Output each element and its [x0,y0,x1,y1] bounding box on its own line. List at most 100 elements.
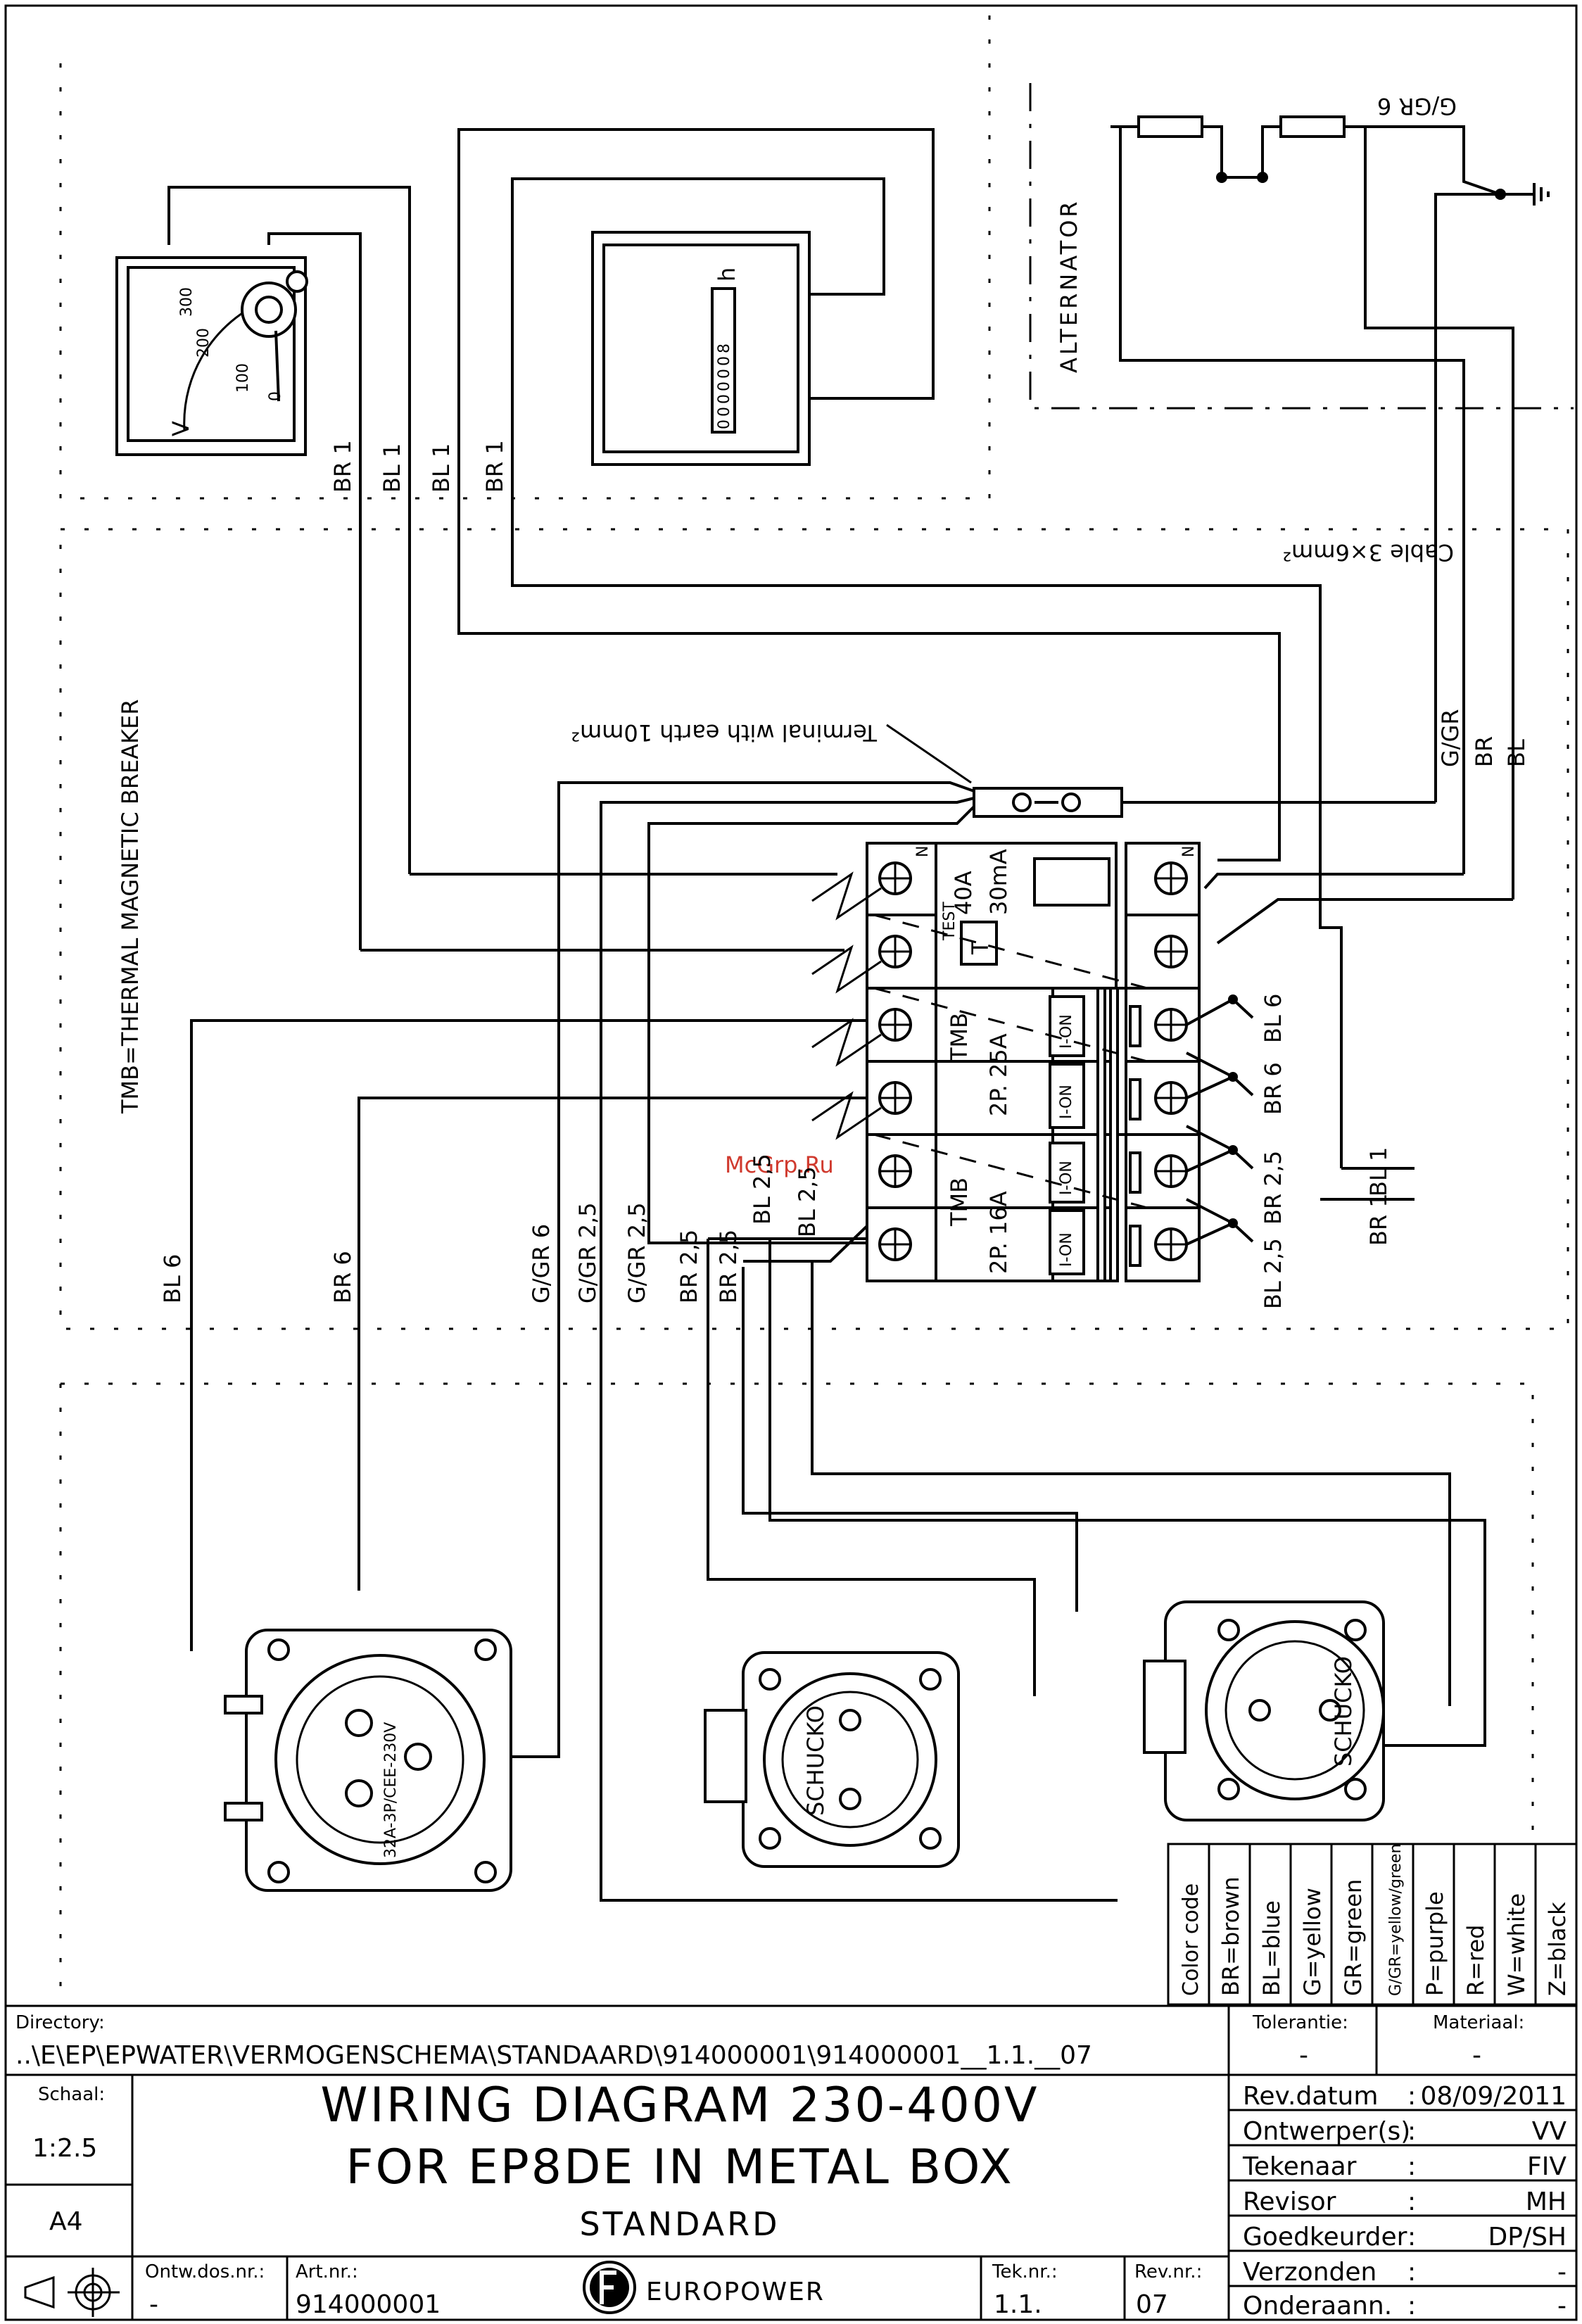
title-block: Directory: ..\E\EP\EPWATER\VERMOGENSCHEM… [6,2004,1576,2320]
generator-cable: Cable 3×6mm² G/GR BR BL [1120,539,1530,945]
rcd-t: T [967,940,994,955]
color-code-br: BR=brown [1217,1876,1244,1996]
schuko-socket-2: SCHUCKO [1143,1600,1385,1821]
meter-wire-labels: BR 1 BL 1 BL 1 BR 1 [329,440,508,493]
cable-label: Cable 3×6mm² [1282,539,1454,566]
tek-label: Tek.nr.: [992,2261,1058,2282]
scale-300: 300 [178,287,196,317]
wire-label-br25-b: BR 2,5 [715,1230,742,1303]
schaal-label: Schaal: [38,2084,105,2105]
cee-socket-label: 32A-3P/CEE-230V [382,1722,400,1858]
tekenaar-value: FIV [1527,2152,1567,2181]
format-value: A4 [49,2207,83,2236]
onderaann-label: Onderaann. [1243,2292,1392,2320]
rev-label: Rev.nr.: [1134,2261,1202,2282]
color-code-p: P=purple [1422,1891,1448,1996]
europower-logo-icon [583,2261,636,2314]
schuko-1-label: SCHUCKO [802,1705,829,1816]
wire-label-ggr: G/GR [1437,709,1464,767]
wire-label-br6-right: BR 6 [1260,1062,1286,1115]
color-code-bl: BL=blue [1258,1900,1285,1996]
wire-label-bl6-right: BL 6 [1260,994,1286,1043]
counter-digits: 0000008 [716,341,733,429]
wire-label-br1-right: BR 1 [1365,1193,1392,1246]
tekenaar-sep: : [1407,2152,1416,2181]
wire-label-br25-right: BR 2,5 [1260,1151,1286,1225]
color-code-r: R=red [1462,1925,1489,1997]
company-name: EUROPOWER [646,2278,825,2306]
zone-boundaries [59,7,1574,1999]
goedkeurder-value: DP/SH [1488,2223,1567,2252]
wire-label-bl: BL [1503,739,1530,767]
ontwerper-value: VV [1532,2117,1567,2146]
revdatum-sep: : [1407,2082,1416,2111]
tolerantie-value: - [1299,2041,1308,2070]
breaker-assembly: 40A 30mA TEST T N N TMB 2P. 25A TMB 2P. … [811,842,1201,1282]
onderaann-sep: : [1407,2292,1416,2320]
directory-label: Directory: [15,2012,105,2033]
terminal-label: Terminal with earth 10mm² [571,719,878,746]
ontwerper-label: Ontwerper(s) [1243,2117,1410,2146]
ontwerper-sep: : [1407,2117,1416,2146]
scale-0: 0 [267,391,284,401]
title-line-1: WIRING DIAGRAM 230-400V [320,2078,1039,2133]
wire-label-bl1-a: BL 1 [379,443,405,493]
revisor-label: Revisor [1243,2187,1336,2216]
n-left: N [914,846,932,857]
schuko-socket-1: SCHUCKO [704,1651,960,1868]
revisor-sep: : [1407,2187,1416,2216]
wire-label-bl25-b: BL 2,5 [794,1166,821,1237]
hour-meter: 0000008 h [457,128,935,488]
title-line-2: FOR EP8DE IN METAL BOX [346,2140,1013,2195]
wire-label-bl25-right: BL 2,5 [1260,1238,1286,1309]
alternator-label: ALTERNATOR [1056,198,1082,373]
scale-200: 200 [195,328,213,358]
materiaal-label: Materiaal: [1433,2012,1524,2033]
on-3: I-ON [1058,1161,1075,1195]
wire-label-bl6-left: BL 6 [159,1254,186,1303]
on-2: I-ON [1058,1085,1075,1119]
revisor-value: MH [1526,2187,1567,2216]
tek-value: 1.1. [994,2290,1042,2319]
art-label: Art.nr.: [296,2261,358,2282]
tmb1-label: TMB [946,1013,973,1062]
wire-label-br1-a: BR 1 [329,440,356,493]
rev-value: 07 [1136,2290,1168,2319]
tmb-note: TMB=THERMAL MAGNETIC BREAKER [117,699,144,1114]
color-code-w: W=white [1503,1893,1530,1996]
voltmeter: V 300 200 100 0 [115,186,411,950]
ontw-value: - [149,2290,158,2319]
volt-unit: V [167,421,194,436]
ontw-label: Ontw.dos.nr.: [145,2261,265,2282]
directory-path: ..\E\EP\EPWATER\VERMOGENSCHEMA\STANDAARD… [15,2041,1092,2070]
wire-label-ggr25-b: G/GR 2,5 [624,1202,650,1303]
materiaal-value: - [1472,2041,1481,2070]
wire-label-br1-b: BR 1 [481,440,508,493]
verzonden-value: - [1557,2258,1567,2287]
revdatum-label: Rev.datum [1243,2082,1378,2111]
wire-label-bl1-b: BL 1 [428,443,455,493]
wire-label-br6-left: BR 6 [329,1251,356,1303]
color-code-header: Color code [1179,1883,1203,1996]
ggr6-top-label: G/GR 6 [1377,93,1457,120]
rcd-test: TEST [941,902,958,941]
tmb2-label: TMB [946,1177,973,1227]
goedkeurder-sep: : [1407,2223,1416,2252]
tolerantie-label: Tolerantie: [1252,2012,1348,2033]
on-1: I-ON [1058,1014,1075,1049]
hour-unit: h [714,267,740,282]
on-4: I-ON [1058,1232,1075,1267]
n-right: N [1180,846,1198,857]
onderaann-value: - [1557,2292,1567,2320]
title-line-3: STANDARD [579,2205,780,2243]
scale-100: 100 [234,363,252,393]
tmb1-rating: 2P. 25A [985,1033,1012,1116]
verzonden-sep: : [1407,2258,1416,2287]
color-code-gr: GR=green [1340,1879,1367,1996]
schuko-2-label: SCHUCKO [1330,1656,1357,1767]
wire-label-bl1-right: BL 1 [1365,1147,1392,1196]
wire-label-bl25-a: BL 2,5 [749,1154,776,1225]
art-value: 914000001 [296,2290,441,2319]
wire-label-br25-a: BR 2,5 [676,1230,702,1303]
